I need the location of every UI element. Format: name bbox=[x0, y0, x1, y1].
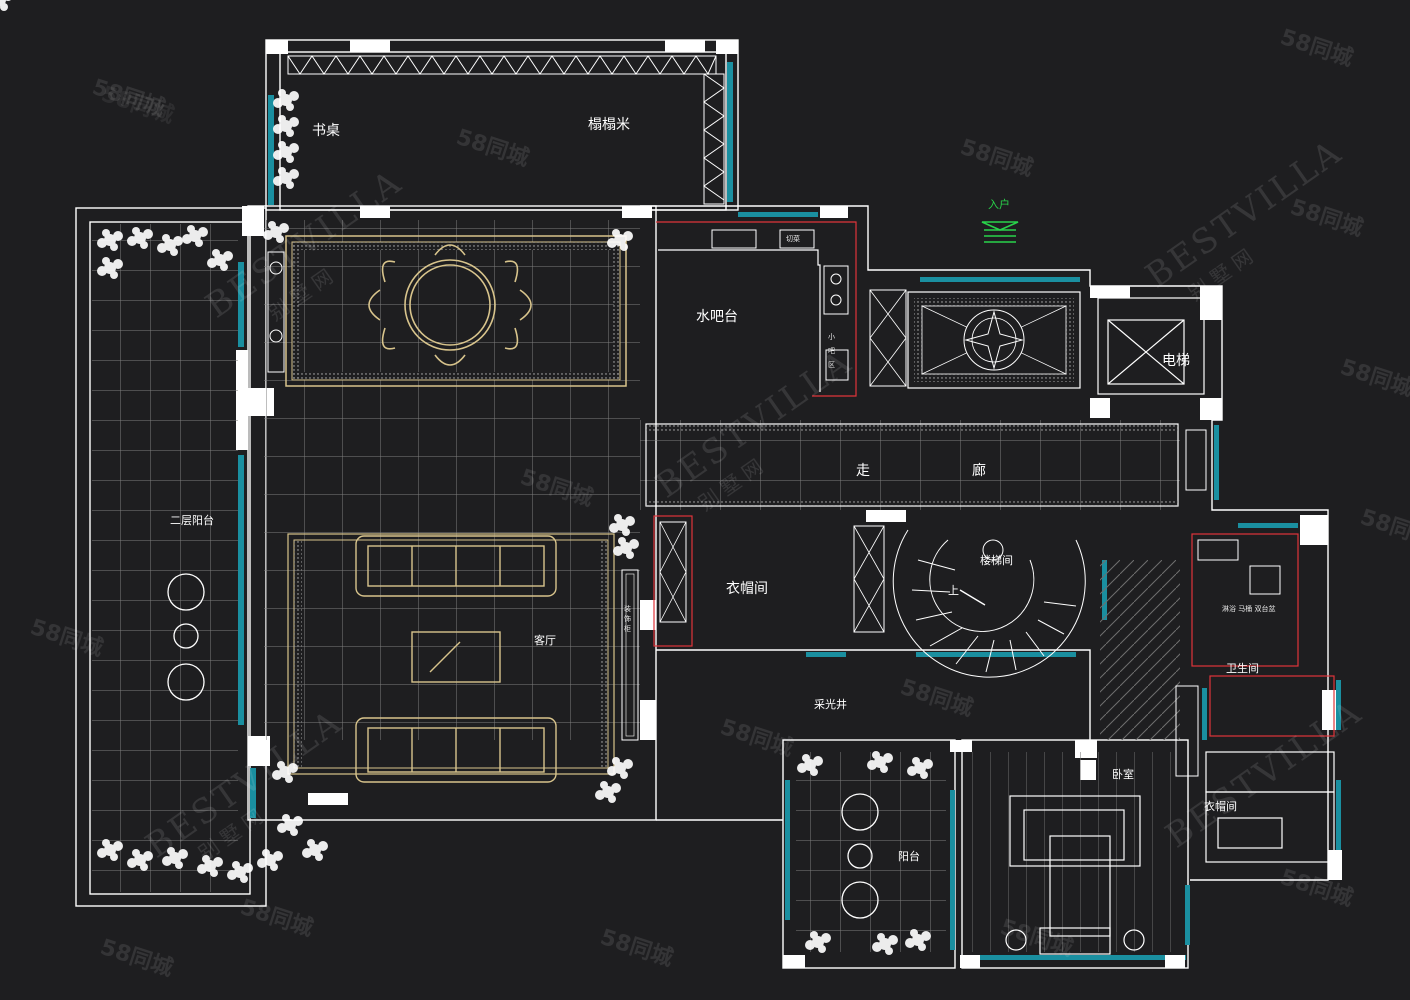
corridor bbox=[645, 423, 1207, 507]
bedroom-area bbox=[1005, 751, 1335, 955]
bathroom-area bbox=[1175, 533, 1335, 777]
water-bar-area bbox=[656, 221, 857, 397]
label-tatami: 榻榻米 bbox=[588, 117, 630, 133]
label-stair-up: 上 bbox=[948, 584, 959, 597]
label-stairwell: 楼梯间 bbox=[980, 554, 1013, 567]
label-balcony: 阳台 bbox=[898, 850, 920, 863]
entrance-marker bbox=[981, 221, 1019, 243]
plants bbox=[0, 0, 933, 955]
svg-text:58同城: 58同城 bbox=[98, 81, 177, 129]
label-corridor-2: 廊 bbox=[972, 463, 986, 479]
label-master-cloakroom: 衣帽间 bbox=[1204, 800, 1237, 813]
living-area bbox=[287, 533, 639, 783]
label-corridor-1: 走 bbox=[856, 463, 870, 479]
dining-area bbox=[267, 235, 627, 387]
entry-foyer bbox=[869, 289, 1081, 389]
pillars bbox=[236, 40, 1342, 968]
label-small-zone: 小 吧 区 bbox=[828, 333, 835, 369]
label-bedroom: 卧室 bbox=[1112, 768, 1134, 781]
tatami-truss bbox=[287, 55, 725, 205]
cloakroom-area bbox=[653, 515, 885, 647]
label-second-floor-balcony: 二层阳台 bbox=[170, 514, 214, 527]
label-study-desk: 书桌 bbox=[312, 123, 340, 139]
label-elevator: 电梯 bbox=[1162, 353, 1190, 369]
label-entrance: 入户 bbox=[988, 198, 1010, 211]
label-bath-note: 淋浴 马桶 双台盆 bbox=[1222, 605, 1276, 613]
elevator bbox=[1097, 297, 1205, 395]
label-tv-wall: 装饰柜 bbox=[624, 605, 631, 633]
label-water-bar: 水吧台 bbox=[696, 309, 738, 325]
watermark-logos: 58同城 bbox=[98, 81, 177, 129]
label-cloakroom: 衣帽间 bbox=[726, 581, 768, 597]
label-bathroom: 卫生间 bbox=[1226, 662, 1259, 675]
label-cut-board: 切菜 bbox=[786, 235, 800, 243]
label-light-well: 采光井 bbox=[814, 698, 847, 711]
label-living-room: 客厅 bbox=[534, 634, 556, 647]
spiral-stair bbox=[892, 529, 1086, 678]
balcony-furniture bbox=[167, 573, 879, 919]
